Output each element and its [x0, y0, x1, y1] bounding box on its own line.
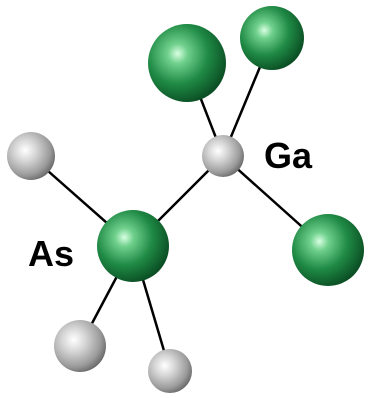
- atoms: [7, 6, 364, 393]
- gray-atom-bottom: [148, 349, 192, 393]
- gray-atom-lower-left: [54, 320, 106, 372]
- ga-label: Ga: [264, 135, 313, 176]
- as-label: As: [28, 233, 74, 274]
- gray-atom-upper-left: [7, 132, 55, 180]
- ga-atom: [202, 135, 244, 177]
- as-atom: [97, 210, 169, 282]
- green-atom-top-left: [148, 24, 226, 102]
- green-atom-top-right: [240, 6, 304, 70]
- green-atom-right: [292, 214, 364, 286]
